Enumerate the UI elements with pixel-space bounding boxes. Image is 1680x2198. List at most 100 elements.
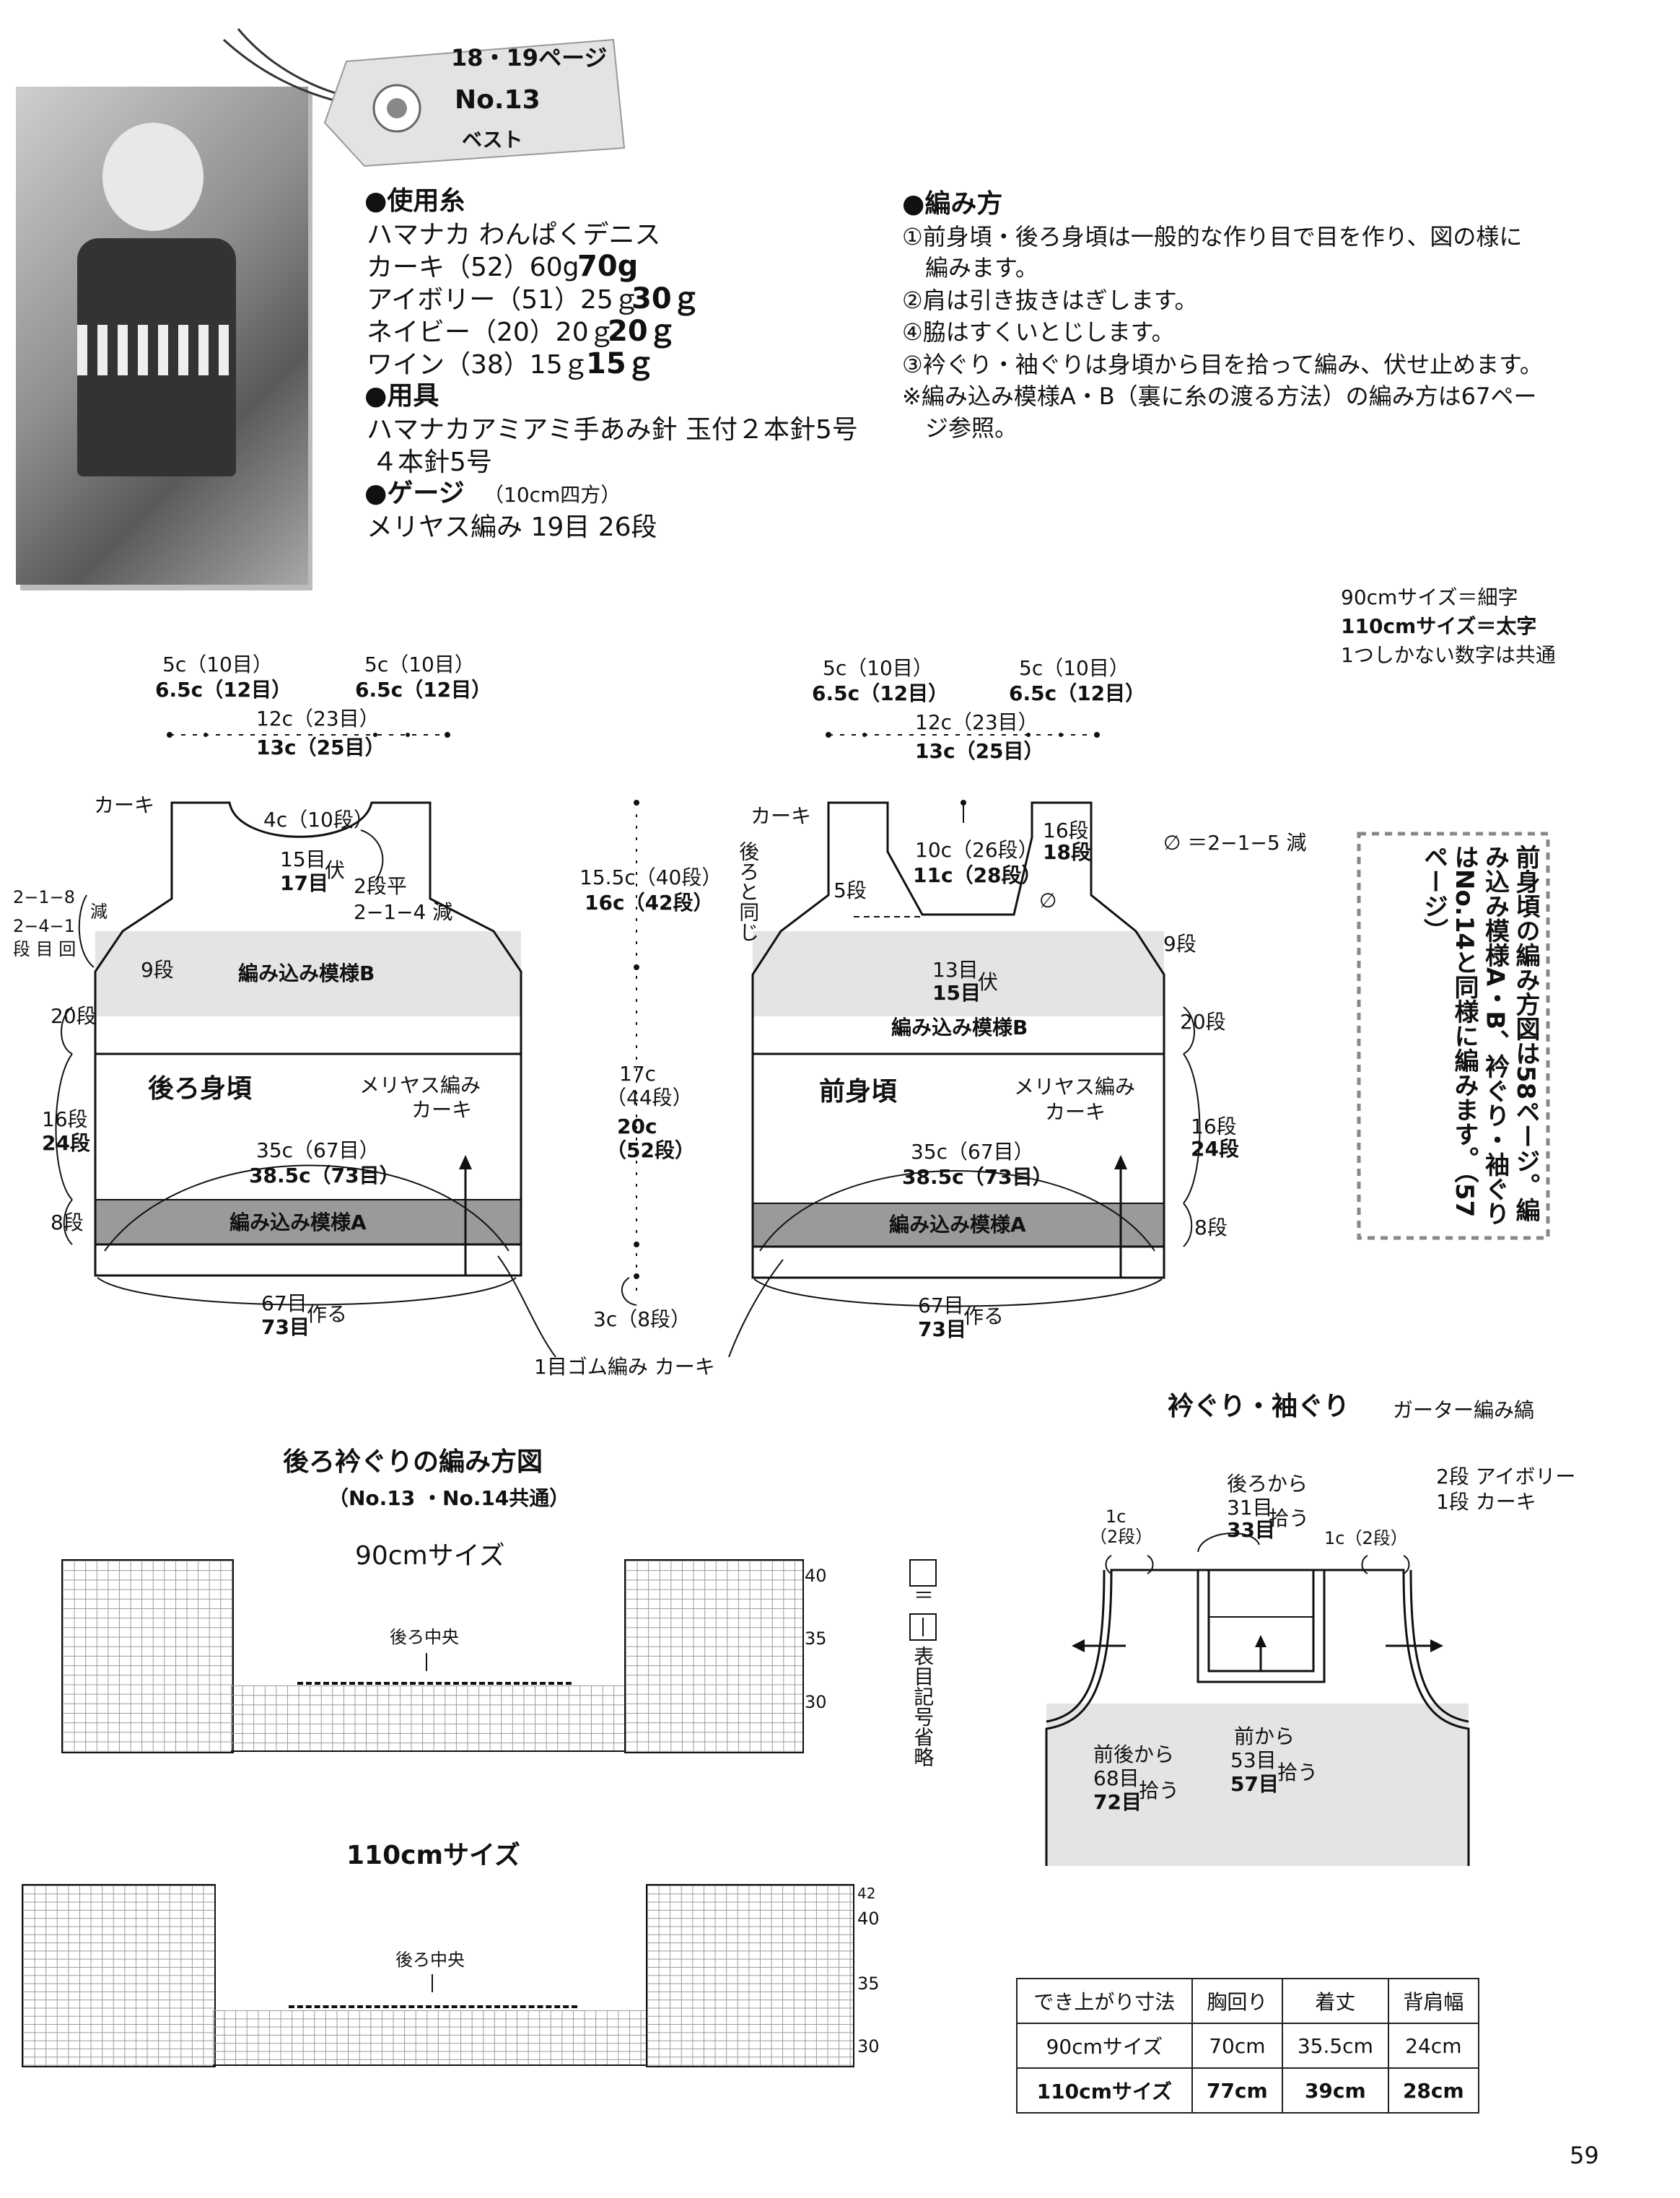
arm-pick-2: 68目 [1093,1766,1139,1790]
front-top-center-1: 12c（23目） [915,710,1038,734]
grid-110-right [646,1884,854,2067]
front-bind-2: 15目 [932,981,981,1005]
back-pick-2: 31目 [1227,1496,1273,1519]
front-neck-2: 11c（28段） [913,863,1042,887]
back-top-left-2: 6.5c（12目） [155,678,292,702]
back-width-1: 35c（67目） [256,1138,380,1162]
tools-heading: ●用具 [364,381,439,411]
front-cast-3: 作る [963,1304,1005,1328]
front-neck-1: 10c（26段） [915,838,1038,862]
neck-110-bind-line [289,2005,577,2008]
back-bind-1: 15目 [280,847,326,871]
front-bind-fu: 伏 [978,970,999,994]
yarn-khaki-big: 70g [577,250,639,283]
row-90-40: 40 [805,1566,827,1586]
center-height-2b: （44段） [606,1086,693,1109]
method-step-1: ①前身頃・後ろ身頃は一般的な作り目で目を作り、図の様に [902,223,1523,250]
back-title: 後ろ身頃 [148,1074,253,1104]
front-top-right-1: 5c（10目） [1019,656,1129,680]
center-height-1b: 16c（42段） [585,891,714,915]
front-phi: ∅ [1039,889,1057,912]
front-shoulder-2: 18段 [1043,840,1091,864]
front-rows-5: 5段 [834,878,867,902]
back-pick-1: 後ろから [1227,1472,1308,1496]
edging-subtitle: ガーター編み縞 [1393,1398,1535,1422]
back-side-3: 段 目 回 [13,939,76,959]
front-pick-3: 57目 [1230,1772,1279,1796]
front-dec-note: ∅ ＝2−1−5 減 [1163,831,1307,855]
tools-line2: ４本針5号 [372,448,492,477]
front-top-right-2: 6.5c（12目） [1009,681,1146,705]
back-top-right-2: 6.5c（12目） [355,678,492,702]
back-side-2: 2−4−1 [13,916,76,936]
yarn-wine: ワイン（38）15ｇ [367,350,589,380]
edge-1c-right: 1c（2段） [1324,1528,1408,1548]
chest-cell: 70cm [1191,2023,1284,2069]
header-cell: 着丈 [1282,1978,1389,2024]
back-top-center-1: 12c（23目） [256,707,380,731]
edge-1c-left: 1c [1106,1506,1126,1527]
grid-90 [61,1559,234,1753]
method-step-3: ③衿ぐり・袖ぐりは身頃から目を拾って編み、伏せ止めます。 [902,351,1543,378]
row-110-42: 42 [857,1885,876,1902]
symbol-blank [909,1559,937,1587]
center-height-2a: 17c [619,1062,657,1086]
center-rib-label: 1目ゴム編み カーキ [534,1355,715,1379]
gauge-line: メリヤス編み 19目 26段 [367,513,657,542]
tag-graphic [222,28,626,167]
tag-pages: 18・19ページ [451,44,608,71]
back-cast-2: 73目 [261,1315,310,1339]
back-bind-2: 17目 [280,871,328,895]
neck-chart-subtitle: （No.13 ・No.14共通） [328,1486,570,1510]
tag-number: No.13 [455,85,541,115]
size-table: でき上がり寸法 胸回り 着丈 背肩幅 90cmサイズ 70cm 35.5cm 2… [1016,1978,1480,2114]
back-top-right-1: 5c（10目） [364,653,475,676]
front-rows-9: 9段 [1163,932,1196,956]
front-pattern-a: 編み込み模様A [889,1213,1026,1237]
back-khaki-2: カーキ [411,1098,473,1122]
symbol-equals: ＝ [914,1584,935,1608]
grid-110-mid [213,2010,646,2066]
method-note: ※編み込み模様A・B（裏に糸の渡る方法）の編み方は67ペー [902,383,1537,410]
front-pick-1: 前から [1234,1724,1295,1748]
back-rows-20: 20段 [51,1004,97,1028]
back-stockinette: メリヤス編み [359,1073,481,1097]
front-top-left-1: 5c（10目） [823,656,933,680]
front-rows-16: 16段 [1191,1115,1237,1138]
table-row: 110cmサイズ 77cm 39cm 28cm [1016,2067,1480,2114]
size-90-label: 90cmサイズ [355,1541,505,1571]
neck-chart-title: 後ろ衿ぐりの編み方図 [283,1447,543,1477]
front-top-left-2: 6.5c（12目） [812,681,949,705]
chest-cell: 77cm [1191,2067,1284,2114]
row-90-35: 35 [805,1628,827,1649]
grid-110 [22,1884,216,2067]
tools-line1: ハマナカアミアミ手あみ針 玉付２本針5号 [367,415,858,445]
front-same-as-back: 後ろと同じ [736,841,761,942]
tag-item: ベスト [462,128,523,152]
symbol-note: 表目記号省略 [911,1646,935,1767]
back-rows-24: 24段 [42,1131,90,1155]
back-width-2: 38.5c（73目） [249,1164,400,1187]
back-rows-16: 16段 [42,1107,88,1131]
row-110-35: 35 [857,1974,880,1994]
yarn-heading: ●使用糸 [364,186,465,216]
back-top-center-2: 13c（25目） [256,736,385,759]
center-arrow-90 [426,1653,427,1671]
center-height-2d: （52段） [606,1138,695,1162]
edging-stripe-1: 2段 アイボリー [1436,1465,1576,1488]
arm-pick-4: 拾う [1139,1779,1180,1802]
row-110-40: 40 [857,1909,880,1929]
yarn-ivory-big: 30ｇ [631,282,701,315]
header-cell: 背肩幅 [1387,1978,1480,2024]
method-step-4: ④脇はすくいとじします。 [902,318,1175,346]
row-110-30: 30 [857,2036,880,2057]
length-cell: 35.5cm [1282,2023,1389,2069]
symbol-knit [909,1613,937,1641]
neck-90-bind-line [297,1682,572,1685]
back-side-gen: 減 [90,902,108,922]
yarn-wine-big: 15ｇ [586,347,655,380]
header-cell: でき上がり寸法 [1016,1978,1193,2024]
center-arrow-110 [432,1974,433,1992]
back-dec-2: 2−1−4 減 [354,900,453,924]
child-photo [16,87,308,585]
